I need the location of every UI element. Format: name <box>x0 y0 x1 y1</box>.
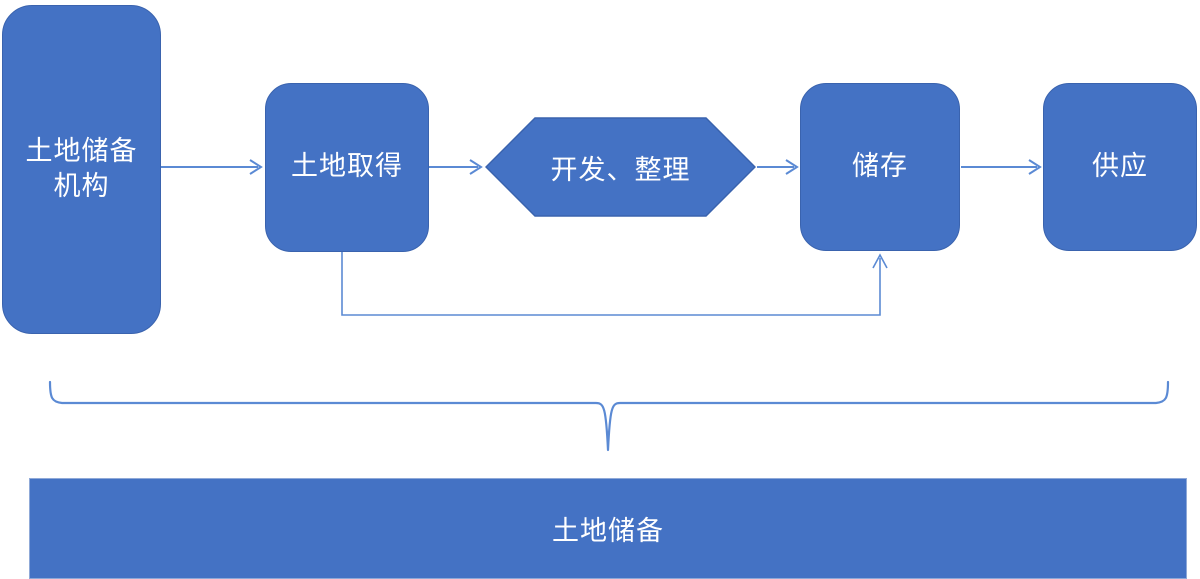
process-node-supply[interactable]: 供应 <box>1043 83 1197 251</box>
summary-bar[interactable]: 土地储备 <box>29 478 1187 579</box>
connector-develop-to-store <box>757 159 799 175</box>
process-node-acquire[interactable]: 土地取得 <box>265 83 429 252</box>
process-node-store[interactable]: 储存 <box>800 83 960 251</box>
connector-acquire-to-store-bypass <box>341 252 888 316</box>
process-node-develop[interactable]: 开发、整理 <box>484 117 757 217</box>
scope-brace <box>48 380 1170 452</box>
connector-store-to-supply <box>961 159 1042 175</box>
hexagon-shape <box>484 117 757 217</box>
process-node-agency[interactable]: 土地储备 机构 <box>2 5 161 334</box>
connector-agency-to-acquire <box>161 159 263 175</box>
summary-bar-label: 土地储备 <box>552 516 664 547</box>
connector-acquire-to-develop <box>429 159 483 175</box>
